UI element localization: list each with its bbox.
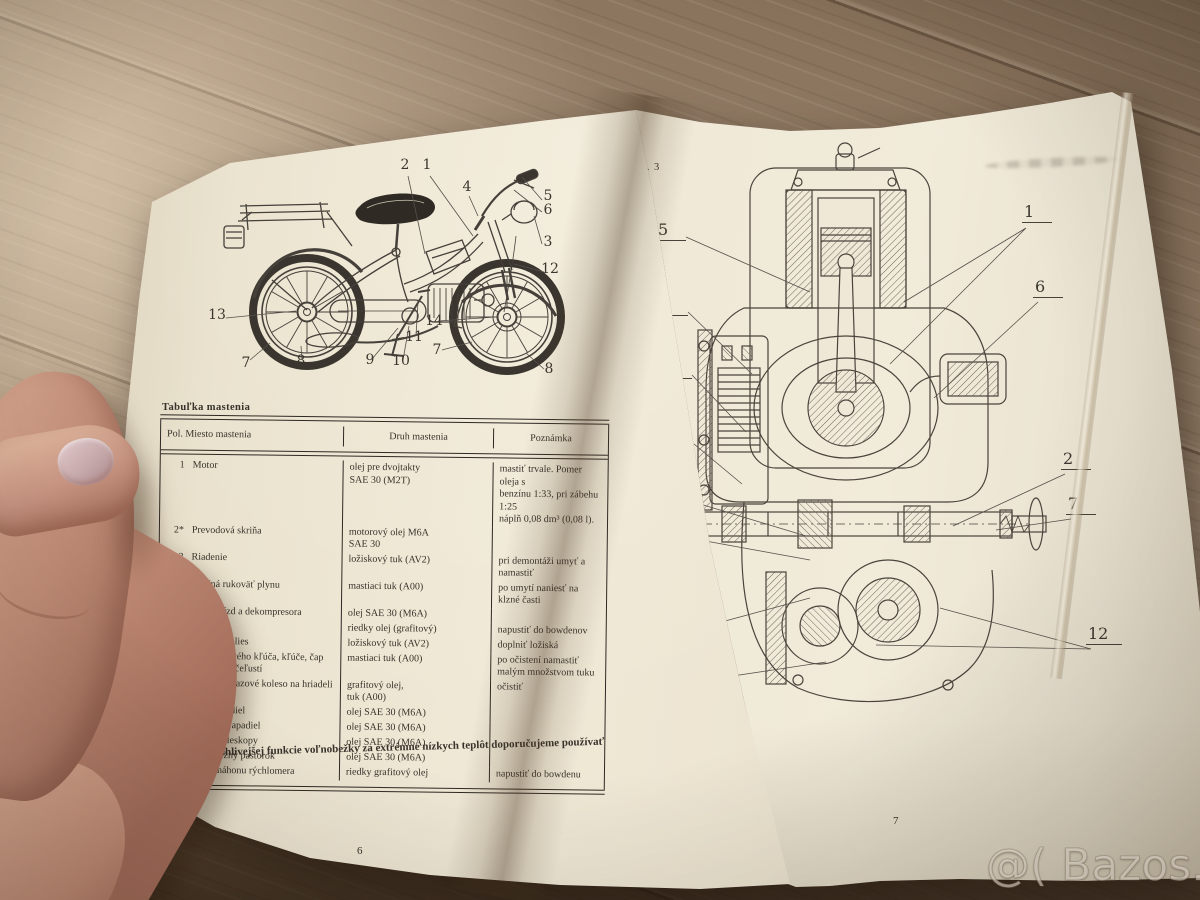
figure-callout: 8: [539, 361, 559, 377]
watermark: @( Bazos.sk: [986, 840, 1200, 892]
figure-callout: 3: [543, 234, 553, 250]
figure-callout: 12: [1086, 624, 1123, 645]
table-title: Tabuľka mastenia: [162, 402, 251, 413]
page-number: 7: [893, 815, 899, 827]
moped-line-drawing: [223, 168, 572, 395]
figure-callout: 4: [462, 179, 472, 195]
figure-callout: 6: [1033, 277, 1063, 298]
figure-callout: 11: [405, 329, 423, 345]
figure-callout: 12: [541, 261, 559, 277]
page-number: 6: [357, 845, 363, 857]
figure-callout: 7: [241, 355, 251, 371]
figure-callout: 13: [208, 307, 226, 323]
figure-callout: 6: [543, 202, 553, 218]
figure-callout: 10: [392, 353, 410, 369]
figure3-label: Obr. 3: [636, 162, 660, 173]
callout-leader-lines: [225, 175, 545, 370]
engine-cross-section-drawing: [684, 142, 1092, 703]
figure-callout: 14: [425, 313, 443, 329]
figure-callout: 9: [365, 352, 375, 368]
figure-callout: 1: [422, 157, 432, 173]
figure-callout: 5: [543, 188, 553, 204]
figure-callout: 1: [1022, 202, 1052, 223]
figure-callout: 2: [400, 157, 410, 173]
figure-callout: 5: [656, 220, 686, 241]
figure-callout: 8: [296, 353, 306, 369]
figure-callout: 7: [432, 342, 442, 358]
